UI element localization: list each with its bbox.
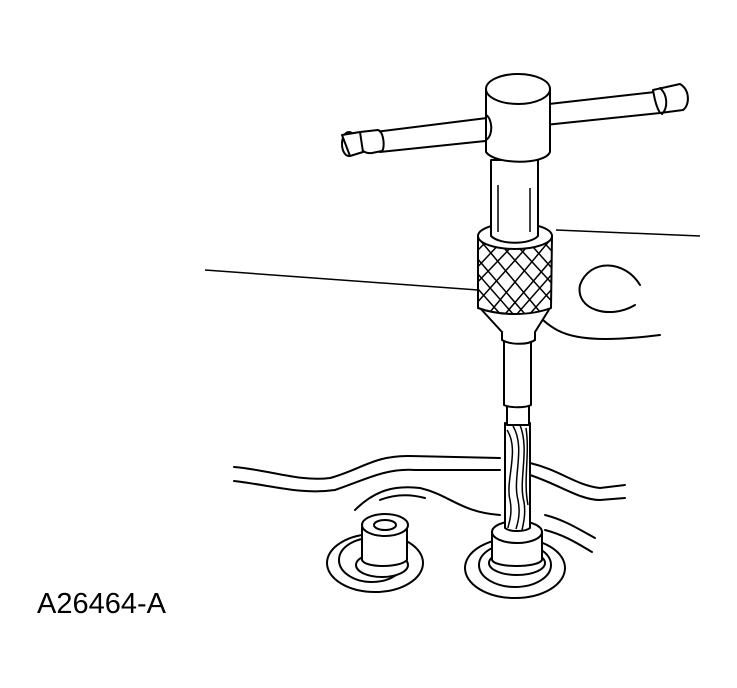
casting-hole — [578, 264, 641, 314]
t-handle-head — [485, 89, 551, 163]
figure-label: A26464-A — [37, 588, 166, 620]
leader-line-left — [204, 269, 479, 291]
casting-outline — [233, 454, 501, 480]
leader-line-right — [555, 229, 701, 237]
reamer-neck — [503, 339, 532, 409]
knurl-pattern — [478, 237, 552, 314]
left-bushing — [361, 526, 408, 567]
t-handle-right-arm — [539, 91, 661, 126]
t-handle-left-arm — [374, 116, 496, 153]
